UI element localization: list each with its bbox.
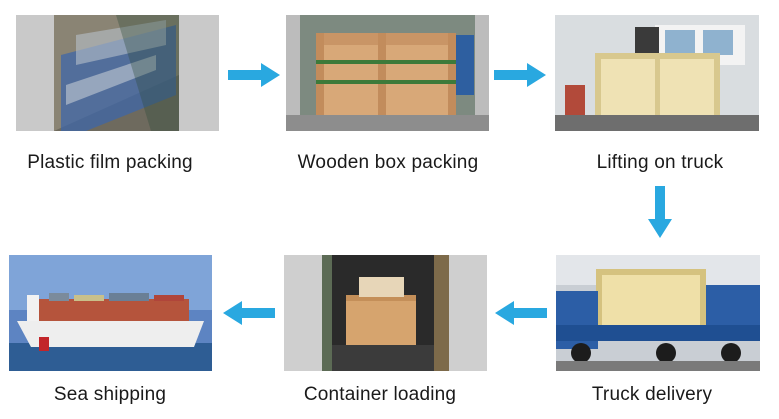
step-label: Truck delivery [591,384,713,405]
step-label: Lifting on truck [596,152,724,173]
step-label: Container loading [303,384,457,405]
arrow-icon [648,186,672,238]
wooden-box-packing-photo [286,15,489,131]
arrow-icon [494,63,546,87]
step-label: Wooden box packing [297,152,479,173]
plastic-film-packing-photo [16,15,219,131]
arrow-icon [228,63,280,87]
step-label: Sea shipping [53,384,167,405]
lifting-on-truck-photo [555,15,759,131]
truck-delivery-photo [556,255,760,371]
arrow-icon [223,301,275,325]
arrow-icon [495,301,547,325]
container-loading-photo [284,255,487,371]
sea-shipping-photo [9,255,212,371]
step-label: Plastic film packing [27,152,193,173]
